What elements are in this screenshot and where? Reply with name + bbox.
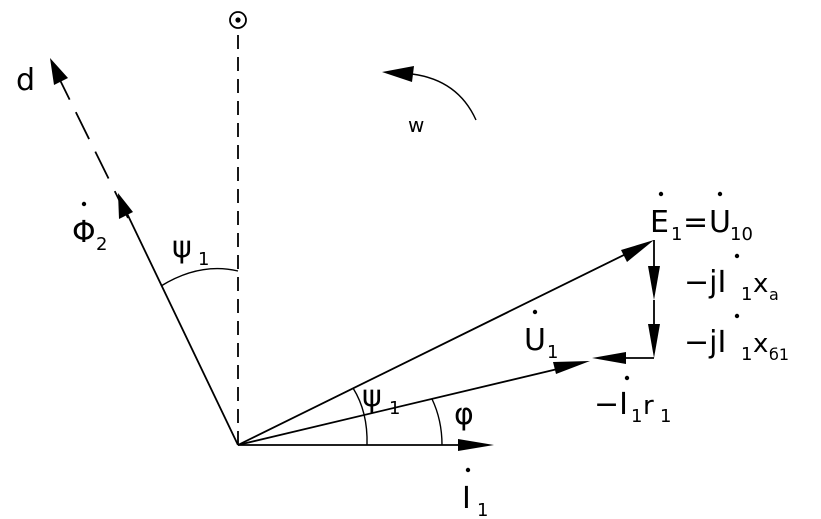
svg-text:U: U <box>524 323 546 358</box>
i1-arrowhead <box>458 439 494 451</box>
phi2-label: Φ 2 <box>72 201 107 255</box>
jxa-arrowhead <box>648 266 660 300</box>
svg-text:ψ: ψ <box>362 379 382 414</box>
phi-angle-label: φ <box>454 397 474 432</box>
u1-label: U 1 <box>524 309 558 363</box>
u1-arrowhead <box>553 361 590 374</box>
d-axis-arrowhead <box>50 58 68 85</box>
d-axis-label: d <box>16 63 35 98</box>
svg-text:x: x <box>753 269 768 299</box>
svg-text:=: = <box>683 205 708 240</box>
svg-text:1: 1 <box>198 249 209 270</box>
jxs-label: −jI 1 x б1 <box>684 313 789 365</box>
svg-text:1: 1 <box>741 344 752 365</box>
svg-text:x: x <box>753 329 768 359</box>
svg-text:1: 1 <box>547 342 558 363</box>
jxa-label: −jI 1 x a <box>684 253 779 305</box>
svg-text:10: 10 <box>730 224 753 245</box>
d-axis-dashed-line <box>57 75 129 219</box>
ir-label: −I 1 r 1 <box>594 375 671 427</box>
rotation-label: w <box>408 113 424 137</box>
svg-text:1: 1 <box>660 406 671 427</box>
phi-angle-arc <box>431 398 443 446</box>
svg-text:−jI: −jI <box>684 265 726 300</box>
svg-text:1: 1 <box>477 500 488 519</box>
e1-arrowhead <box>621 240 654 262</box>
psi1-lower-arc <box>352 387 368 446</box>
svg-text:E: E <box>650 205 669 240</box>
psi1-lower-label: ψ 1 <box>362 379 400 419</box>
svg-text:U: U <box>709 205 731 240</box>
svg-text:−I: −I <box>594 387 628 422</box>
svg-text:2: 2 <box>96 234 107 255</box>
svg-text:б1: б1 <box>769 345 789 364</box>
svg-text:ψ: ψ <box>172 230 192 265</box>
svg-text:a: a <box>769 285 779 304</box>
rotation-arrowhead <box>382 66 414 82</box>
ir-arrowhead <box>592 352 626 364</box>
psi1-upper-arc <box>160 267 239 287</box>
dot-in-circle-icon <box>229 11 247 29</box>
i1-label: I 1 <box>462 467 488 519</box>
e1-u10-label: E 1 = U 10 <box>650 191 753 245</box>
svg-text:Φ: Φ <box>72 215 96 250</box>
e1-phasor-line <box>237 250 633 446</box>
svg-text:1: 1 <box>671 224 682 245</box>
phi2-phasor-line <box>121 202 239 446</box>
phi2-arrowhead <box>118 193 133 219</box>
svg-text:−jI: −jI <box>684 325 726 360</box>
psi1-upper-label: ψ 1 <box>172 230 209 270</box>
jxs-arrowhead <box>648 324 660 358</box>
rotation-arc <box>411 73 477 121</box>
svg-text:1: 1 <box>631 406 642 427</box>
svg-text:I: I <box>462 481 471 516</box>
svg-text:1: 1 <box>741 284 752 305</box>
u1-phasor-line <box>237 366 567 446</box>
svg-text:1: 1 <box>389 398 400 419</box>
svg-text:r: r <box>643 391 654 421</box>
